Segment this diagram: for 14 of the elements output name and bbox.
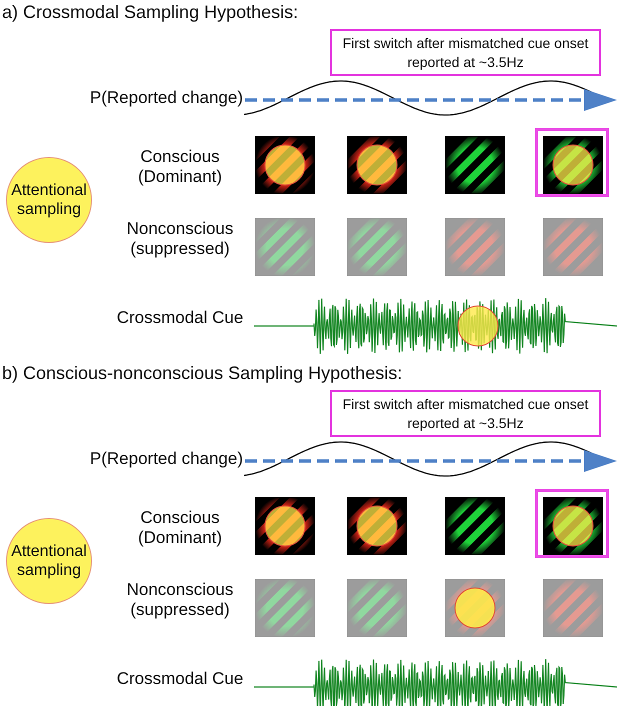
row-label: Nonconscious (suppressed) xyxy=(126,580,234,621)
row-label: P(Reported change) xyxy=(88,88,243,108)
row-label: P(Reported change) xyxy=(88,449,243,470)
row-label: Nonconscious (suppressed) xyxy=(126,219,234,260)
row-label: Conscious (Dominant) xyxy=(136,147,224,188)
row-label: Crossmodal Cue xyxy=(116,308,244,328)
row-label: Crossmodal Cue xyxy=(116,669,244,690)
note-box: First switch after mismatched cue onset reported at ~3.5Hz xyxy=(330,390,601,437)
panel-title: b) Conscious-nonconscious Sampling Hypothesis: xyxy=(2,363,404,385)
row-label: Conscious (Dominant) xyxy=(136,508,224,549)
sampling-circle: Attentional sampling xyxy=(6,157,92,243)
sampling-circle: Attentional sampling xyxy=(6,518,92,604)
note-box: First switch after mismatched cue onset reported at ~3.5Hz xyxy=(330,29,601,76)
panel-title: a) Crossmodal Sampling Hypothesis: xyxy=(2,2,300,24)
